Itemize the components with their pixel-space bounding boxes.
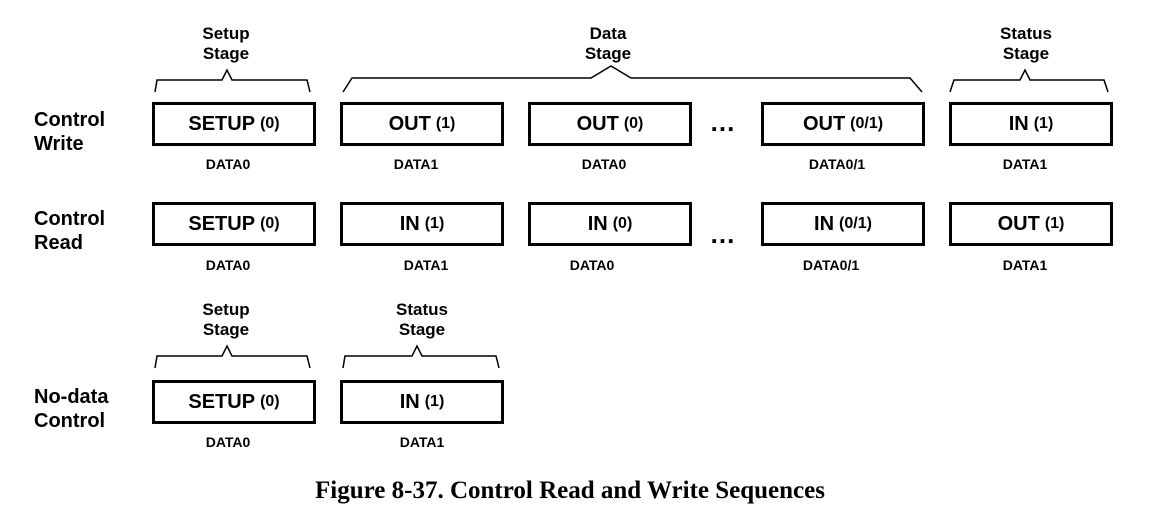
data-pid-label: DATA0 — [205, 257, 251, 273]
packet-box: SETUP (0) — [152, 380, 316, 424]
packet-sequence: (1) — [1044, 215, 1065, 232]
stage-title-line: Stage — [398, 320, 446, 339]
packet-sequence: (0) — [260, 393, 280, 410]
packet-name: IN — [587, 212, 608, 235]
packet-sequence: (1) — [1033, 115, 1054, 132]
packet-sequence: (1) — [424, 215, 445, 232]
stage-title-line: Stage — [584, 44, 632, 63]
packet-name: OUT — [576, 112, 619, 135]
data-pid-label: DATA0 — [569, 257, 615, 273]
data-pid-label: DATA1 — [399, 434, 445, 450]
packet-name: OUT — [388, 112, 431, 135]
stage-title-line: Setup — [202, 300, 250, 319]
row-label-line: Read — [34, 232, 83, 254]
packet-sequence: (0/1) — [839, 215, 872, 232]
data-pid-label: DATA0 — [205, 156, 251, 172]
packet-box: IN (0/1) — [761, 202, 925, 246]
setup-stage-brace-bottom — [154, 344, 311, 369]
stage-title-line: Stage — [202, 320, 250, 339]
packet-box: OUT (1) — [949, 202, 1113, 246]
status-stage-brace-top — [949, 68, 1109, 93]
figure-caption: Figure 8-37. Control Read and Write Sequ… — [315, 477, 825, 504]
ellipsis-continuation: ... — [710, 219, 736, 249]
stage-title-line: Status — [1000, 24, 1052, 43]
packet-box: SETUP (0) — [152, 202, 316, 246]
data-pid-label: DATA0/1 — [808, 156, 866, 172]
packet-name: SETUP — [188, 212, 256, 235]
packet-box: IN (1) — [340, 380, 504, 424]
data-pid-label: DATA0/1 — [802, 257, 860, 273]
row-label-control-write: Control Write — [34, 108, 105, 156]
row-label-no-data-control: No-data Control — [34, 385, 108, 433]
setup-stage-title-top: Setup Stage — [156, 24, 296, 64]
data-pid-label: DATA0 — [581, 156, 627, 172]
packet-sequence: (0/1) — [850, 115, 884, 132]
row-label-line: No-data — [34, 386, 109, 408]
status-stage-title-bottom: Status Stage — [352, 300, 492, 340]
packet-sequence: (0) — [623, 115, 644, 132]
packet-box: OUT (0/1) — [761, 102, 925, 146]
row-label-line: Control — [34, 410, 106, 432]
packet-name: OUT — [997, 212, 1040, 235]
setup-stage-title-bottom: Setup Stage — [156, 300, 296, 340]
packet-name: IN — [399, 390, 420, 413]
packet-sequence: (0) — [260, 215, 280, 232]
stage-title-line: Setup — [202, 24, 250, 43]
packet-box: IN (0) — [528, 202, 692, 246]
stage-title-line: Data — [589, 24, 627, 43]
packet-name: IN — [1008, 112, 1029, 135]
packet-name: SETUP — [188, 390, 256, 413]
data-stage-brace — [342, 65, 923, 93]
data-stage-title: Data Stage — [538, 24, 678, 64]
stage-title-line: Stage — [1002, 44, 1050, 63]
packet-box: SETUP (0) — [152, 102, 316, 146]
packet-box: OUT (0) — [528, 102, 692, 146]
packet-name: IN — [399, 212, 420, 235]
row-label-line: Write — [34, 133, 84, 155]
packet-sequence: (0) — [260, 115, 280, 132]
status-stage-title-top: Status Stage — [956, 24, 1096, 64]
packet-box: IN (1) — [949, 102, 1113, 146]
row-label-line: Control — [34, 208, 106, 230]
packet-name: IN — [814, 212, 835, 235]
row-label-control-read: Control Read — [34, 207, 105, 255]
stage-title-line: Stage — [202, 44, 250, 63]
data-pid-label: DATA1 — [393, 156, 439, 172]
status-stage-brace-bottom — [342, 344, 500, 369]
setup-stage-brace-top — [154, 68, 311, 93]
packet-sequence: (1) — [424, 393, 445, 410]
packet-name: SETUP — [188, 112, 256, 135]
packet-box: IN (1) — [340, 202, 504, 246]
data-pid-label: DATA0 — [205, 434, 251, 450]
stage-title-line: Status — [396, 300, 448, 319]
data-pid-label: DATA1 — [1002, 257, 1048, 273]
ellipsis-continuation: ... — [710, 107, 736, 137]
packet-sequence: (1) — [435, 115, 456, 132]
packet-box: OUT (1) — [340, 102, 504, 146]
data-pid-label: DATA1 — [1002, 156, 1048, 172]
data-pid-label: DATA1 — [403, 257, 449, 273]
row-label-line: Control — [34, 109, 106, 131]
packet-sequence: (0) — [612, 215, 633, 232]
packet-name: OUT — [802, 112, 846, 135]
